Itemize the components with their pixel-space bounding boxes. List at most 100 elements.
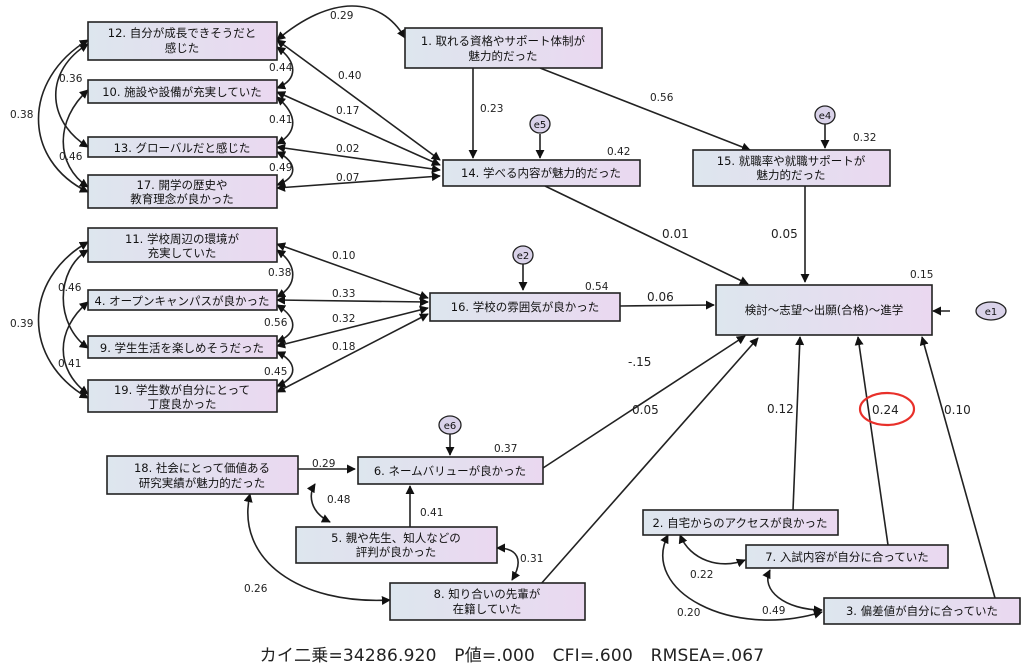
node-2: 2. 自宅からのアクセスが良かった (642, 509, 839, 536)
svg-text:1. 取れる資格やサポート体制が: 1. 取れる資格やサポート体制が (421, 34, 586, 48)
svg-text:5. 親や先生、知人などの: 5. 親や先生、知人などの (331, 531, 461, 545)
svg-text:12. 自分が成長できそうだと: 12. 自分が成長できそうだと (108, 26, 256, 40)
node-12: 12. 自分が成長できそうだと 感じた (87, 21, 278, 61)
node-3: 3. 偏差値が自分に合っていた (823, 597, 1021, 625)
coef-13-14: 0.02 (336, 143, 359, 155)
svg-text:充実していた: 充実していた (148, 246, 217, 260)
coef-6-target: -.15 (628, 355, 651, 369)
svg-text:13. グローバルだと感じた: 13. グローバルだと感じた (114, 141, 251, 155)
error-e1: e1 (975, 301, 1007, 321)
coef-5-6: 0.41 (420, 507, 443, 519)
coef-12-1: 0.29 (330, 10, 353, 22)
svg-text:14. 学べる内容が魅力的だった: 14. 学べる内容が魅力的だった (461, 166, 621, 180)
node-8: 8. 知り合いの先輩が 在籍していた (389, 582, 586, 621)
svg-text:9. 学生生活を楽しめそうだった: 9. 学生生活を楽しめそうだった (100, 341, 264, 355)
coef-3-target: 0.10 (944, 403, 971, 417)
coef-11-4: 0.38 (268, 267, 291, 279)
node-17: 17. 開学の歴史や 教育理念が良かった (87, 174, 278, 209)
svg-text:評判が良かった: 評判が良かった (356, 545, 437, 559)
rmsea-value: RMSEA=.067 (650, 646, 765, 666)
coef-8-target: 0.05 (632, 403, 659, 417)
svg-text:魅力的だった: 魅力的だった (469, 49, 538, 63)
svg-text:15. 就職率や就職サポートが: 15. 就職率や就職サポートが (717, 154, 866, 168)
r2-target: 0.15 (910, 269, 933, 281)
svg-text:感じた: 感じた (165, 41, 200, 55)
svg-text:17. 開学の歴史や: 17. 開学の歴史や (137, 178, 228, 192)
coef-4-19: 0.41 (58, 358, 81, 370)
coef-18-6: 0.29 (312, 458, 335, 470)
r2-6: 0.37 (494, 443, 517, 455)
svg-text:研究実績が魅力的だった: 研究実績が魅力的だった (139, 476, 266, 490)
coefficient-labels: 0.29 0.36 0.44 0.38 0.40 0.17 0.41 0.46 … (10, 10, 971, 619)
svg-text:16. 学校の雰囲気が良かった: 16. 学校の雰囲気が良かった (451, 300, 599, 314)
coef-12-13: 0.44 (269, 62, 293, 74)
coef-11-19: 0.39 (10, 318, 33, 330)
coef-2-target: 0.12 (767, 402, 794, 416)
coef-12-14: 0.40 (338, 70, 361, 82)
node-14: 14. 学べる内容が魅力的だった (442, 159, 641, 187)
coef-2-3: 0.20 (677, 607, 700, 619)
svg-text:丁度良かった: 丁度良かった (148, 397, 217, 411)
coef-11-9: 0.46 (58, 282, 82, 294)
path-diagram: 12. 自分が成長できそうだと 感じた 10. 施設や設備が充実していた 13.… (10, 5, 1021, 625)
coef-19-16: 0.18 (332, 341, 355, 353)
coef-12-17: 0.38 (10, 109, 33, 121)
coef-13-17: 0.49 (269, 162, 292, 174)
coef-10-17: 0.46 (59, 151, 83, 163)
svg-text:魅力的だった: 魅力的だった (757, 168, 826, 182)
coef-2-7: 0.22 (690, 569, 713, 581)
node-4: 4. オープンキャンパスが良かった (87, 289, 278, 311)
cfi-value: CFI=.600 (552, 646, 633, 666)
node-13: 13. グローバルだと感じた (87, 136, 278, 158)
coef-7-3: 0.49 (762, 605, 785, 617)
r2-16: 0.54 (585, 281, 609, 293)
coef-10-13: 0.41 (269, 114, 292, 126)
svg-text:2. 自宅からのアクセスが良かった: 2. 自宅からのアクセスが良かった (652, 516, 827, 530)
coef-14-target: 0.01 (662, 227, 689, 241)
coef-9-19: 0.45 (264, 366, 287, 378)
svg-text:e4: e4 (819, 111, 832, 122)
coef-1-15: 0.56 (650, 92, 674, 104)
error-e2: e2 (512, 245, 534, 265)
svg-text:教育理念が良かった: 教育理念が良かった (130, 192, 234, 206)
coef-15-target: 0.05 (771, 227, 798, 241)
error-e4: e4 (814, 105, 836, 125)
svg-text:7. 入試内容が自分に合っていた: 7. 入試内容が自分に合っていた (765, 550, 929, 564)
node-19: 19. 学生数が自分にとって 丁度良かった (87, 379, 278, 413)
node-11: 11. 学校周辺の環境が 充実していた (87, 227, 278, 263)
svg-text:11. 学校周辺の環境が: 11. 学校周辺の環境が (125, 232, 239, 246)
node-1: 1. 取れる資格やサポート体制が 魅力的だった (404, 27, 603, 69)
svg-text:19. 学生数が自分にとって: 19. 学生数が自分にとって (114, 383, 250, 397)
svg-text:6. ネームバリューが良かった: 6. ネームバリューが良かった (374, 464, 526, 478)
coef-1-14: 0.23 (480, 103, 503, 115)
node-target: 検討～志望～出願(合格)～進学 (715, 284, 933, 336)
fit-statistics: カイ二乗=34286.920 P値=.000 CFI=.600 RMSEA=.0… (0, 641, 1024, 666)
error-e6: e6 (438, 415, 462, 435)
svg-text:検討～志望～出願(合格)～進学: 検討～志望～出願(合格)～進学 (745, 303, 903, 317)
coef-10-14: 0.17 (336, 105, 359, 117)
node-15: 15. 就職率や就職サポートが 魅力的だった (692, 149, 891, 187)
r2-15: 0.32 (853, 132, 876, 144)
chi-square-value: カイ二乗=34286.920 (259, 646, 437, 666)
svg-text:3. 偏差値が自分に合っていた: 3. 偏差値が自分に合っていた (846, 604, 998, 618)
coef-12-10: 0.36 (59, 73, 83, 85)
coef-11-16: 0.10 (332, 250, 355, 262)
node-7: 7. 入試内容が自分に合っていた (745, 544, 949, 569)
node-16: 16. 学校の雰囲気が良かった (429, 292, 621, 322)
coef-17-14: 0.07 (336, 172, 359, 184)
svg-text:e5: e5 (534, 120, 547, 131)
svg-text:e1: e1 (985, 307, 998, 318)
svg-text:e2: e2 (517, 251, 530, 262)
r2-14: 0.42 (607, 146, 630, 158)
svg-text:在籍していた: 在籍していた (453, 602, 522, 616)
svg-text:10. 施設や設備が充実していた: 10. 施設や設備が充実していた (102, 85, 262, 99)
coef-5-8: 0.31 (520, 553, 543, 565)
node-6: 6. ネームバリューが良かった (357, 456, 544, 485)
p-value: P値=.000 (454, 646, 535, 666)
node-5: 5. 親や先生、知人などの 評判が良かった (295, 526, 498, 564)
edges (37, 5, 996, 621)
svg-text:e6: e6 (444, 421, 457, 432)
coef-16-target: 0.06 (647, 290, 674, 304)
coef-4-16: 0.33 (332, 288, 355, 300)
node-10: 10. 施設や設備が充実していた (87, 79, 278, 104)
